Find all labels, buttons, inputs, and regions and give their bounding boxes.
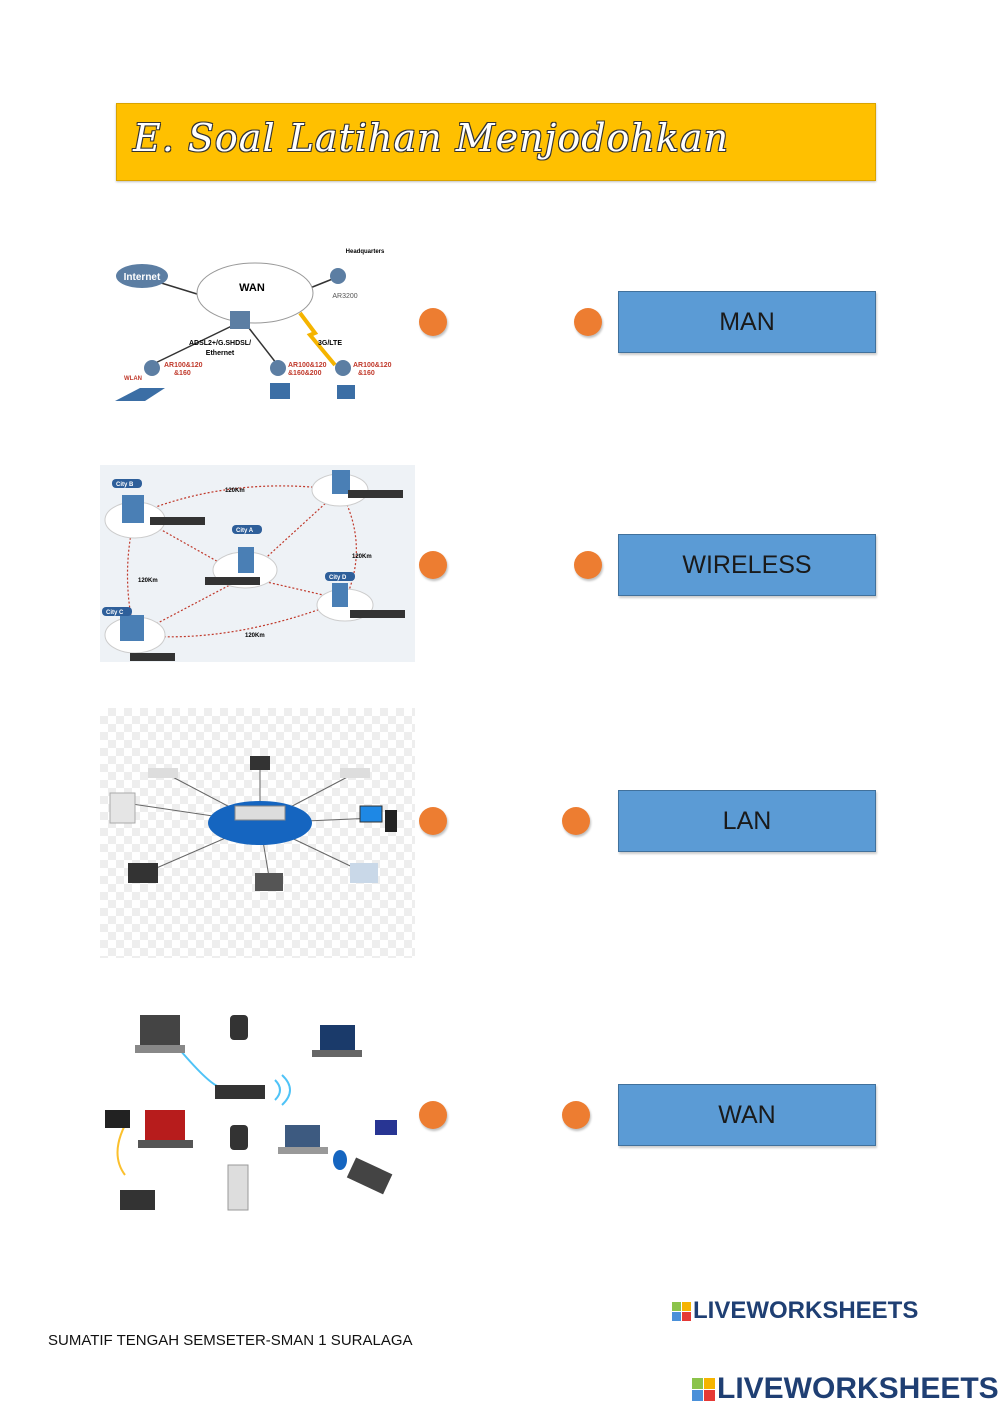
svg-text:AR100&120: AR100&120: [353, 362, 392, 369]
svg-text:City A: City A: [236, 528, 254, 534]
lan-star-image: [100, 708, 415, 958]
section-title: E. Soal Latihan Menjodohkan: [133, 116, 730, 160]
man-network-image: City B City A City D City C 120Km 120Km 12…: [100, 465, 415, 662]
right-match-dot-4[interactable]: [562, 1101, 590, 1129]
wan-network-image: Internet WAN Headquarters AR3200 3G/LTE …: [115, 249, 392, 401]
svg-text:City B: City B: [116, 482, 134, 488]
answer-box-man: MAN: [618, 291, 876, 353]
svg-text:120Km: 120Km: [245, 633, 265, 639]
svg-text:ADSL2+/G.SHDSL/: ADSL2+/G.SHDSL/: [189, 340, 251, 347]
logo-text: LIVEWORKSHEETS: [717, 1372, 999, 1405]
svg-text:Internet: Internet: [124, 272, 161, 283]
svg-text:City D: City D: [329, 575, 347, 581]
svg-text:WAN: WAN: [239, 282, 265, 294]
answer-box-wireless: WIRELESS: [618, 534, 876, 596]
right-match-dot-1[interactable]: [574, 308, 602, 336]
answer-box-lan: LAN: [618, 790, 876, 852]
svg-text:City C: City C: [106, 610, 124, 616]
svg-text:120Km: 120Km: [138, 578, 158, 584]
svg-text:Ethernet: Ethernet: [206, 350, 235, 357]
right-match-dot-2[interactable]: [574, 551, 602, 579]
svg-text:&160: &160: [174, 370, 191, 377]
svg-text:3G/LTE: 3G/LTE: [318, 340, 342, 347]
lan-star-diagram: [109, 756, 397, 891]
footer-text: SUMATIF TENGAH SEMSETER-SMAN 1 SURALAGA: [48, 1332, 413, 1349]
left-match-dot-4[interactable]: [419, 1101, 447, 1129]
left-match-dot-3[interactable]: [419, 807, 447, 835]
svg-text:AR100&120: AR100&120: [288, 362, 327, 369]
left-match-dot-1[interactable]: [419, 308, 447, 336]
svg-text:120Km: 120Km: [225, 488, 245, 494]
svg-text:WLAN: WLAN: [124, 376, 142, 382]
wireless-network-image: [105, 1015, 397, 1211]
svg-text:AR100&120: AR100&120: [164, 362, 203, 369]
svg-text:&160: &160: [358, 370, 375, 377]
logo-squares-icon: [692, 1377, 715, 1401]
left-match-dot-2[interactable]: [419, 551, 447, 579]
liveworksheets-logo-bottom: LIVEWORKSHEETS: [692, 1372, 999, 1406]
logo-squares-icon: [672, 1301, 691, 1321]
answer-box-wan: WAN: [618, 1084, 876, 1146]
svg-text:120Km: 120Km: [352, 554, 372, 560]
logo-text: LIVEWORKSHEETS: [693, 1297, 919, 1324]
svg-text:AR3200: AR3200: [332, 293, 357, 300]
svg-text:Headquarters: Headquarters: [346, 249, 385, 255]
section-title-banner: E. Soal Latihan Menjodohkan: [116, 103, 876, 181]
right-match-dot-3[interactable]: [562, 807, 590, 835]
svg-text:&160&200: &160&200: [288, 370, 322, 377]
liveworksheets-logo: LIVEWORKSHEETS: [672, 1297, 918, 1325]
